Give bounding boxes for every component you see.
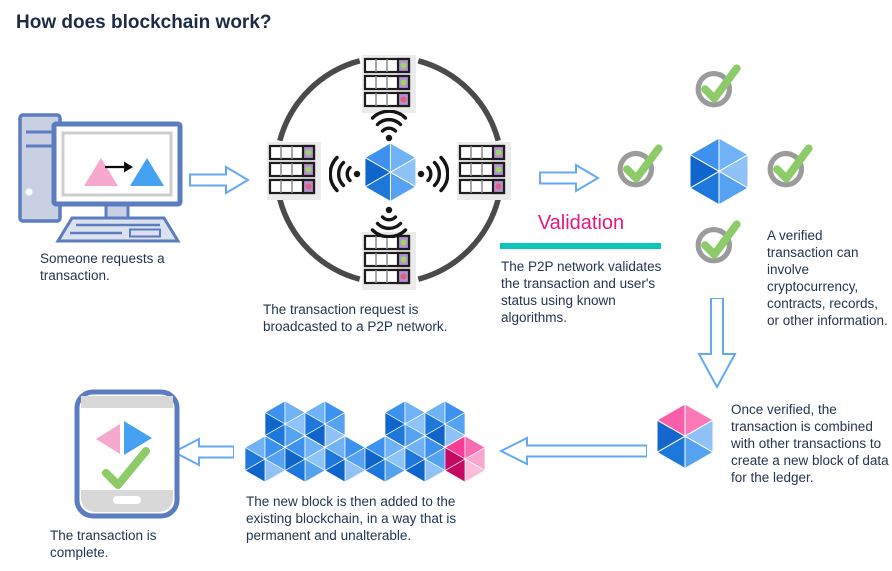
new-block-cube-icon (657, 404, 713, 469)
p2p-network-icon (267, 55, 511, 290)
arrow-right-icon (538, 163, 602, 193)
home-button-icon (113, 496, 141, 504)
verified-note: A verified transaction can involve crypt… (767, 228, 888, 328)
complete-caption: The transaction is complete. (50, 528, 157, 560)
server-rack-icon (457, 142, 511, 200)
request-caption: Someone requests a transaction. (40, 251, 165, 283)
arrow-down-icon (694, 298, 740, 390)
server-rack-icon (362, 232, 416, 290)
combine-note: Once verified, the transaction is combin… (731, 402, 889, 485)
network-ring (277, 58, 501, 282)
checkmark-icon (616, 140, 666, 190)
wifi-icon (370, 110, 408, 142)
server-rack-icon (267, 142, 321, 200)
arrow-right-icon (188, 165, 252, 195)
server-rack-icon (362, 55, 416, 113)
blue-triangle-icon (130, 158, 164, 186)
desktop-computer-icon (18, 113, 183, 243)
validation-heading: Validation (537, 212, 625, 234)
smartphone-icon (74, 389, 180, 519)
cube-icon (690, 138, 749, 205)
cube-icon (365, 143, 416, 202)
broadcast-caption: The transaction request is broadcasted t… (263, 302, 448, 334)
checkmark-icon (694, 60, 744, 110)
transfer-arrow-icon (124, 161, 133, 173)
wifi-icon (417, 155, 449, 193)
pink-triangle-icon (96, 424, 120, 454)
checkmark-icon (766, 140, 816, 190)
chain-caption: The new block is then added to the exist… (246, 494, 457, 543)
blockchain-icon (245, 401, 485, 482)
wifi-icon (329, 155, 361, 193)
blue-triangle-icon (124, 421, 152, 455)
checkmark-icon (102, 447, 150, 489)
checkmark-icon (694, 216, 744, 266)
validation-body: The P2P network validates the transactio… (501, 259, 662, 325)
pink-triangle-icon (84, 158, 118, 186)
arrow-left-icon (497, 436, 647, 466)
validation-underline (500, 243, 661, 249)
page-title: How does blockchain work? (16, 12, 272, 33)
